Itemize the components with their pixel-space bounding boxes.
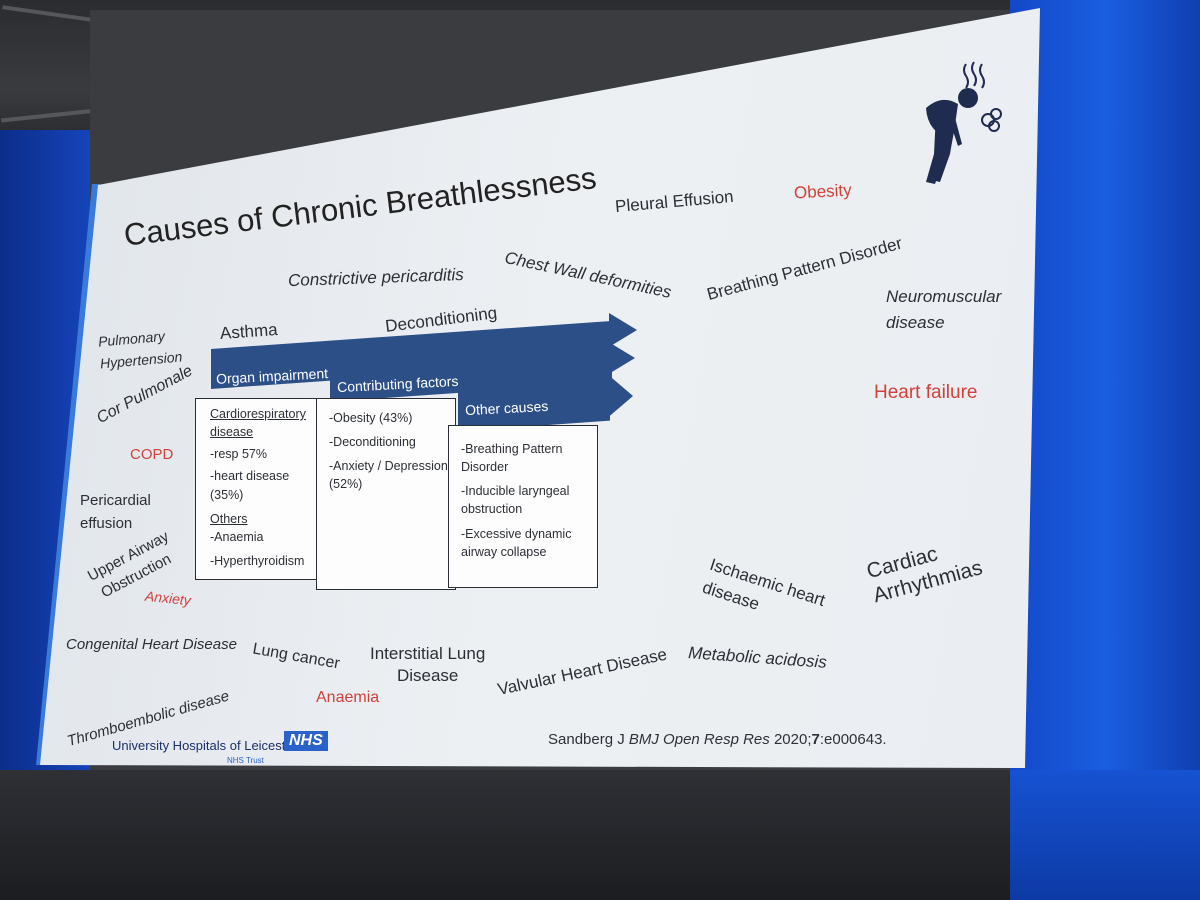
- organ-impairment-box: Cardiorespiratory disease -resp 57% -hea…: [195, 398, 323, 580]
- term-metabolic-acidosis: Metabolic acidosis: [687, 643, 828, 672]
- other-causes-box: -Breathing Pattern Disorder -Inducible l…: [448, 425, 598, 588]
- term-anxiety: Anxiety: [144, 587, 192, 609]
- term-copd: COPD: [130, 446, 174, 463]
- arrow-head-contrib: [607, 341, 635, 375]
- arrow-head-other: [605, 372, 633, 420]
- term-obesity: Obesity: [793, 180, 853, 203]
- term-interstitial-lung-disease: Interstitial Lung Disease: [370, 644, 486, 686]
- nhs-logo: NHS: [284, 731, 328, 751]
- term-constrictive-pericarditis: Constrictive pericarditis: [287, 264, 464, 291]
- term-anaemia: Anaemia: [316, 689, 380, 706]
- stage-floor-blue: [1010, 770, 1200, 900]
- breathless-person-icon: [926, 61, 1002, 184]
- blue-wall-right: [1010, 0, 1200, 900]
- term-pericardial-effusion: Pericardial effusion: [80, 492, 151, 532]
- term-valvular-heart-disease: Valvular Heart Disease: [495, 644, 669, 700]
- term-neuromuscular: Neuromuscular disease: [886, 287, 1002, 332]
- term-chest-wall: Chest Wall deformities: [503, 248, 674, 302]
- term-lung-cancer: Lung cancer: [251, 640, 341, 673]
- nhs-trust-label: NHS Trust: [227, 756, 264, 765]
- term-pleural-effusion: Pleural Effusion: [614, 186, 735, 217]
- contributing-factors-box: -Obesity (43%) -Deconditioning -Anxiety …: [316, 398, 456, 590]
- term-heart-failure: Heart failure: [874, 382, 978, 403]
- term-congenital-heart-disease: Congenital Heart Disease: [66, 636, 237, 653]
- term-breathing-pattern: Breathing Pattern Disorder: [704, 233, 905, 305]
- stage-floor: [0, 770, 1200, 900]
- term-pulmonary-hypertension: Pulmonary Hypertension: [97, 327, 183, 372]
- slide-title: Causes of Chronic Breathlessness: [122, 160, 599, 253]
- citation: Sandberg J BMJ Open Resp Res 2020;7:e000…: [548, 731, 887, 748]
- term-ischaemic-heart-disease: Ischaemic heart disease: [700, 554, 828, 614]
- term-asthma: Asthma: [219, 320, 279, 343]
- organisation-name: University Hospitals of Leicester: [112, 738, 297, 753]
- term-cardiac-arrhythmias: Cardiac Arrhythmias: [864, 542, 985, 608]
